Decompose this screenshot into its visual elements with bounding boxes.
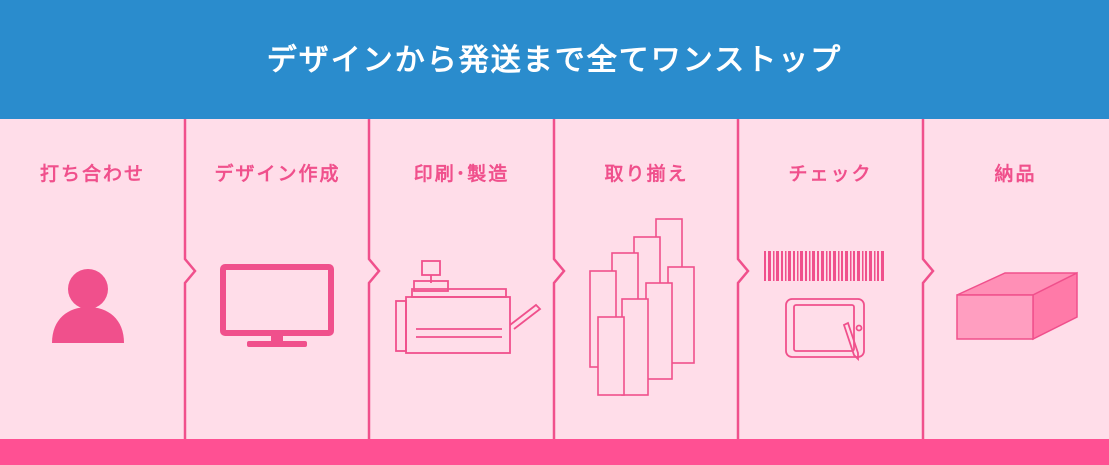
person-icon [52, 269, 124, 343]
header-banner: デザインから発送まで全てワンストップ [0, 0, 1109, 119]
header-title: デザインから発送まで全てワンストップ [266, 42, 843, 78]
step-label-design: デザイン作成 [214, 163, 341, 185]
step-label-delivery: 納品 [994, 163, 1037, 185]
printer-icon [395, 260, 542, 354]
barcode-tablet-icon [764, 251, 884, 362]
process-steps: 打ち合わせ デザイン作成 印刷･製造 取り揃え チェック 納品 [0, 119, 1109, 439]
step-label-meeting: 打ち合わせ [39, 163, 145, 185]
step-label-assembly: 取り揃え [604, 163, 689, 185]
step-label-printing: 印刷･製造 [413, 163, 510, 185]
step-dividers [183, 119, 935, 439]
step-label-check: チェック [788, 163, 873, 185]
monitor-icon [220, 264, 334, 347]
box-icon [956, 271, 1078, 341]
paper-stacks-icon [589, 218, 695, 396]
bottom-bar [0, 439, 1109, 465]
